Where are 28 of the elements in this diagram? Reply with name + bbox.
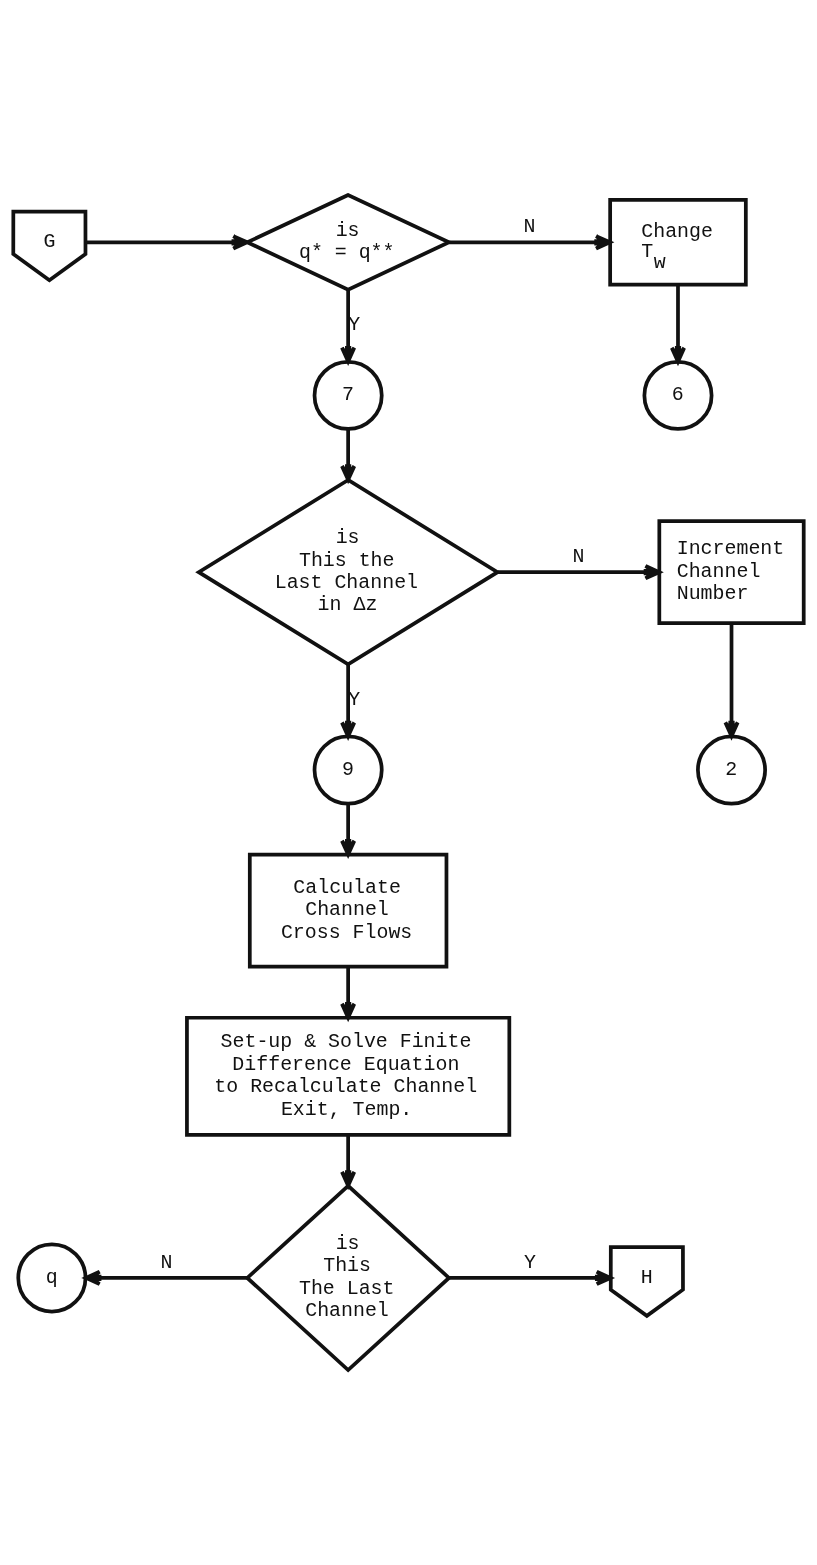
arrow: [449, 234, 612, 251]
node-circle: q: [16, 1242, 88, 1314]
arrow: [340, 1135, 357, 1188]
edge-label: N: [523, 215, 536, 239]
arrow: [340, 664, 357, 739]
node-circle: 2: [696, 734, 767, 806]
node-box: Set-up & Solve Finite Difference Equation to Recalculate Channel Exit, Temp.: [185, 1015, 512, 1137]
arrow: [449, 1269, 613, 1286]
node-circle: 7: [312, 359, 384, 431]
edge-label: Y: [523, 1250, 536, 1274]
arrow: [85, 234, 249, 251]
node-box: Increment Channel Number: [657, 519, 806, 626]
arrow: [669, 284, 686, 364]
arrow: [84, 1269, 248, 1286]
node-box: Calculate Channel Cross Flows: [247, 852, 449, 969]
node-diamond: is This The Last Channel: [244, 1183, 452, 1373]
edge-label: Y: [348, 313, 361, 337]
arrow: [340, 289, 357, 364]
edge-label: Y: [348, 688, 361, 712]
node-circle: 6: [642, 359, 714, 431]
arrow: [498, 564, 662, 581]
edge-label: N: [572, 544, 585, 568]
node-circle: 9: [312, 734, 384, 806]
arrow: [340, 429, 357, 482]
arrow: [723, 623, 740, 739]
edge-label: N: [160, 1250, 173, 1274]
arrow: [340, 967, 357, 1020]
arrow: [340, 803, 357, 857]
